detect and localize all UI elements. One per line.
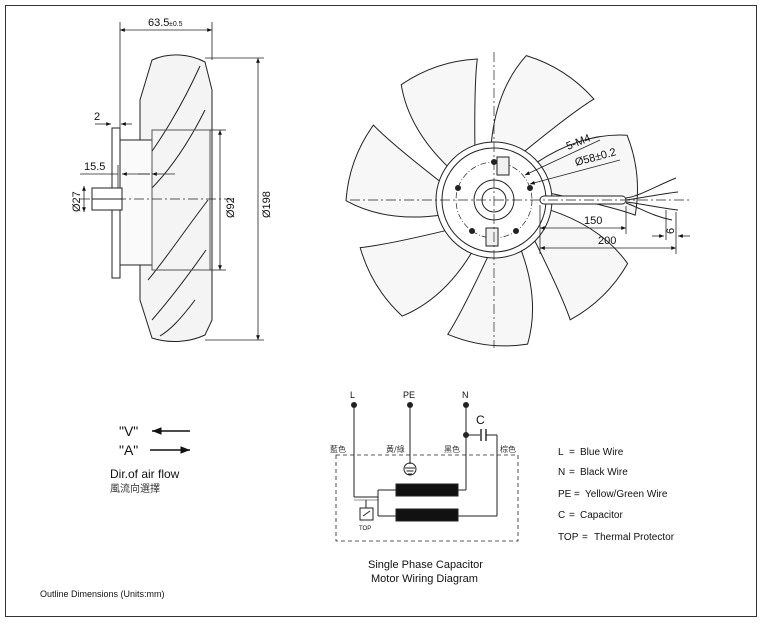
legend-sep: = (574, 489, 580, 500)
side-blade-twist-5 (159, 299, 196, 337)
dim-offset-label: 15.5 (84, 161, 105, 173)
side-motor-body (117, 139, 153, 266)
legend-text: Capacitor (580, 510, 623, 521)
dim-strip-label: 6 (665, 228, 677, 234)
terminal-L (351, 402, 357, 408)
dim-cable-150-label: 150 (584, 215, 602, 227)
cable-wire-4 (625, 202, 673, 221)
fan-blade (400, 58, 478, 168)
legend-text: Blue Wire (580, 447, 624, 458)
footer-note: Outline Dimensions (Units:mm) (40, 589, 165, 599)
wire-color-black: 黑色 (444, 444, 460, 454)
terminal-block-bottom (485, 227, 499, 247)
wire-color-yg: 黃/綠 (386, 444, 405, 454)
wire-color-blue: 藍色 (330, 444, 346, 454)
bolt-hole (455, 185, 461, 191)
cable-wire-2 (625, 191, 679, 201)
wire-color-brown: 棕色 (500, 444, 516, 454)
terminal-N (463, 402, 469, 408)
airflow-a-label: "A" (119, 442, 138, 458)
dim-hub-label: Ø92 (225, 197, 237, 218)
legend: L = Blue Wire N = Black Wire PE = Yellow… (558, 447, 675, 543)
legend-text: Black Wire (580, 467, 628, 478)
thermal-protector-label: TOP (359, 526, 371, 532)
leader-bolt-circle (529, 159, 621, 185)
fan-blade (490, 55, 595, 153)
terminal-N-label: N (462, 390, 469, 400)
legend-text: Thermal Protector (594, 532, 675, 543)
drawing-frame (5, 5, 757, 617)
bolt-hole (527, 185, 533, 191)
side-blade-twist-3 (147, 199, 209, 281)
side-hub-inner (151, 129, 211, 271)
wiring-motor-box (335, 454, 519, 542)
dim-width-tol: ±0.5 (169, 21, 183, 28)
wiring-diagram (335, 402, 519, 542)
bolt-hole (513, 228, 519, 234)
cable-wire-1 (625, 177, 677, 199)
dim-shaft-label: Ø27 (71, 191, 83, 212)
terminal-PE (407, 402, 413, 408)
legend-key: L (558, 447, 564, 458)
coil-main (395, 483, 459, 497)
coil-aux (395, 508, 459, 522)
leader-holes (524, 139, 601, 176)
legend-sep: = (569, 447, 575, 458)
ground-symbol (403, 462, 417, 476)
legend-key: TOP (558, 532, 579, 543)
dim-gap-label: 2 (94, 111, 100, 123)
terminal-L-label: L (350, 390, 355, 400)
front-view-dimensions (524, 139, 690, 254)
wiring-caption-2: Motor Wiring Diagram (371, 573, 478, 585)
dim-cable-200-label: 200 (598, 235, 616, 247)
fan-blade (447, 248, 534, 347)
terminal-block-top (496, 156, 510, 176)
thermal-protector-switch (362, 510, 371, 517)
airflow-title-cn: 風流向選擇 (110, 482, 160, 495)
dim-outer-label: Ø198 (261, 191, 273, 218)
cable-wire-3 (625, 201, 679, 211)
node-N (463, 432, 469, 438)
legend-sep: = (569, 510, 575, 521)
side-blade-twist-4 (151, 249, 207, 321)
legend-key: PE (558, 489, 572, 500)
airflow-group: "V" "A" Dir.of air flow 風流向選擇 (110, 423, 190, 495)
airflow-title: Dir.of air flow (110, 467, 180, 481)
legend-key: C (558, 510, 565, 521)
dim-width-label: 63.5 (148, 17, 169, 29)
legend-text: Yellow/Green Wire (585, 489, 668, 500)
fan-blade (359, 229, 473, 317)
fan-blade (345, 124, 442, 218)
front-view (345, 52, 690, 348)
side-view (80, 54, 235, 343)
legend-sep: = (582, 532, 588, 543)
airflow-v-label: "V" (119, 423, 138, 439)
legend-sep: = (569, 467, 575, 478)
fan-blade (533, 209, 629, 321)
capacitor-label: C (476, 413, 485, 427)
legend-key: N (558, 467, 565, 478)
terminal-PE-label: PE (403, 390, 415, 400)
bolt-hole (469, 228, 475, 234)
wiring-caption-1: Single Phase Capacitor (368, 559, 483, 571)
side-view-dimensions (80, 22, 264, 341)
side-blade-twist-2 (149, 109, 206, 191)
